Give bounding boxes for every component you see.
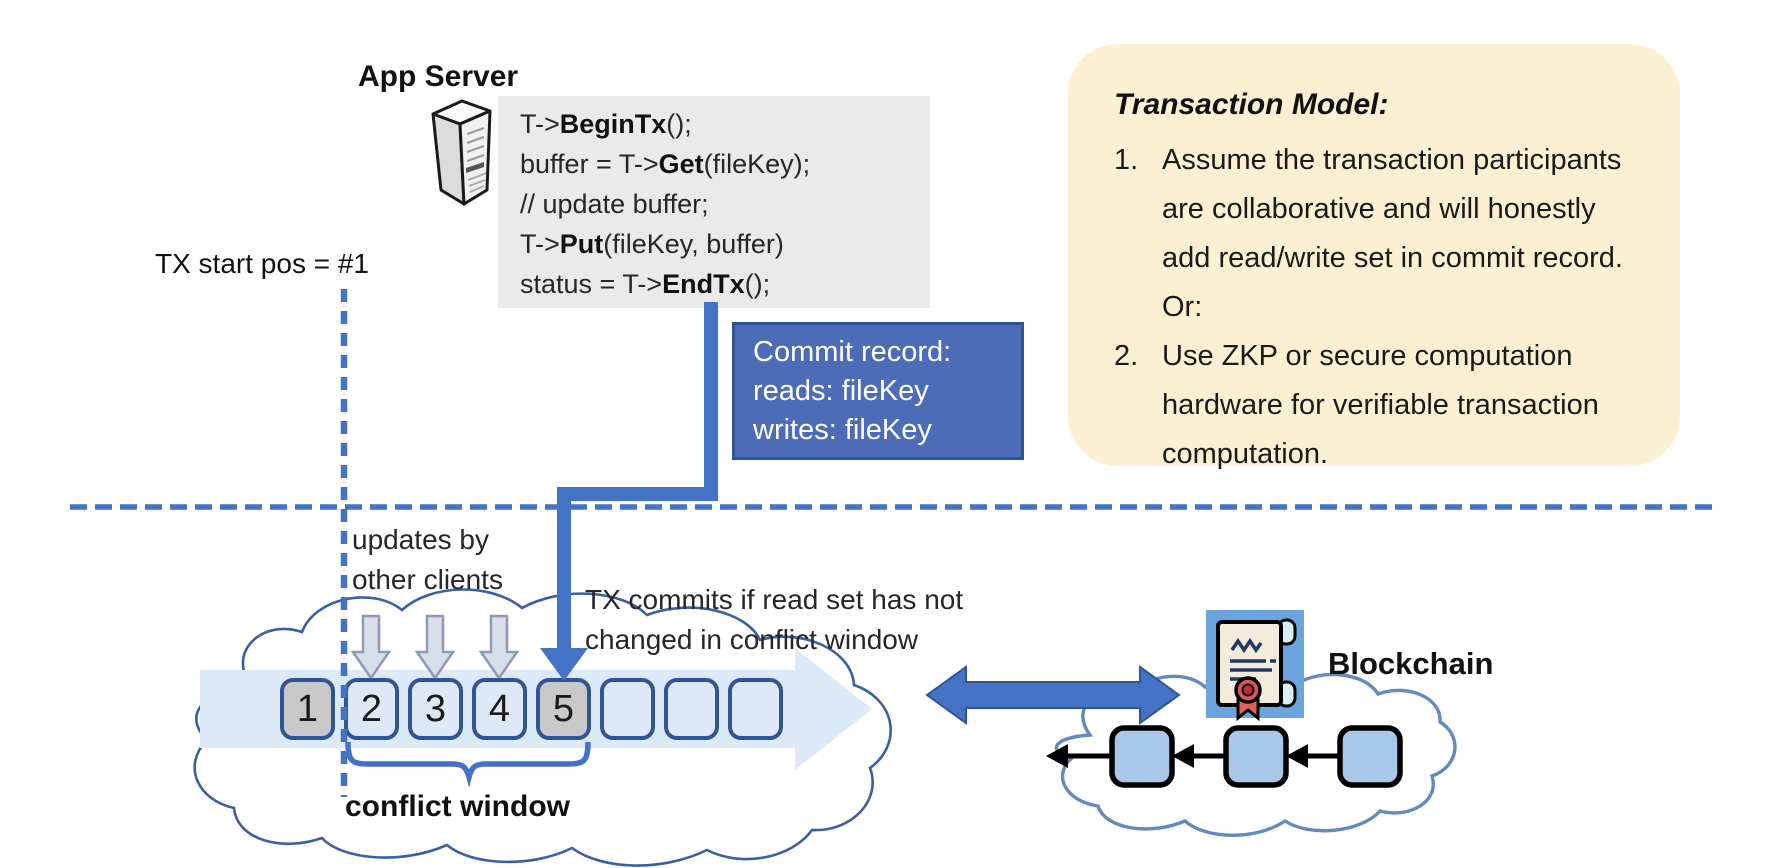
- certificate-icon: [1206, 610, 1304, 722]
- timeline-slot-3: 3: [408, 678, 463, 740]
- note-item-number: 2.: [1114, 340, 1139, 372]
- commit-flow-arrowhead: [540, 648, 588, 681]
- chain-link-arrowhead: [1172, 744, 1194, 768]
- commit-record-box: Commit record: reads: fileKey writes: fi…: [732, 322, 1024, 460]
- note-item: 2. Use ZKP or secure computation hardwar…: [1114, 332, 1650, 479]
- timeline-slot-7: [664, 678, 719, 740]
- code-line: // update buffer;: [520, 189, 709, 219]
- tx-commits-condition-label: TX commits if read set has not changed i…: [585, 584, 964, 655]
- timeline-slot-5: 5: [536, 678, 591, 740]
- code-line: status = T->EndTx();: [520, 269, 771, 299]
- updates-by-other-clients-label: updates by other clients: [352, 524, 503, 595]
- timeline-slot-4: 4: [472, 678, 527, 740]
- timeline-slot-1: 1: [280, 678, 335, 740]
- conflict-window-label: conflict window: [345, 790, 570, 823]
- update-arrow-icon: [350, 614, 392, 681]
- code-line: buffer = T->Get(fileKey);: [520, 149, 811, 179]
- tx-start-pos-label: TX start pos = #1: [155, 248, 369, 279]
- chain-link-arrowhead: [1046, 744, 1068, 768]
- blockchain-cloud: [1054, 669, 1457, 837]
- commit-record-line: writes: fileKey: [753, 414, 932, 446]
- update-arrow-icon: [478, 614, 520, 681]
- code-line: T->Put(fileKey, buffer): [520, 229, 784, 259]
- timeline-slot-8: [728, 678, 783, 740]
- commit-record-line: reads: fileKey: [753, 375, 929, 407]
- conflict-window-brace: [345, 741, 591, 788]
- note-item-text: Use ZKP or secure computation hardware f…: [1162, 340, 1599, 470]
- note-title: Transaction Model:: [1114, 88, 1389, 121]
- chain-block: [1337, 725, 1403, 788]
- chain-block: [1223, 725, 1289, 788]
- note-item: 1. Assume the transaction participants a…: [1114, 136, 1650, 332]
- timeline-slot-6: [600, 678, 655, 740]
- app-server-label: App Server: [358, 60, 519, 93]
- chain-block: [1109, 725, 1175, 788]
- code-line: T->BeginTx();: [520, 109, 692, 139]
- transaction-model-note: Transaction Model: 1. Assume the transac…: [1068, 44, 1680, 470]
- note-item-text: Assume the transaction participants are …: [1162, 144, 1623, 323]
- chain-link-arrowhead: [1286, 744, 1308, 768]
- server-icon: [431, 99, 492, 206]
- transaction-code-block: T->BeginTx(); buffer = T->Get(fileKey); …: [498, 96, 930, 308]
- chain-blocks: [1046, 725, 1403, 788]
- timeline-slot-2: 2: [344, 678, 399, 740]
- note-item-number: 1.: [1114, 144, 1139, 176]
- sync-double-arrow: [925, 665, 1181, 725]
- commit-record-line: Commit record:: [753, 336, 952, 368]
- blockchain-label: Blockchain: [1328, 646, 1494, 681]
- update-arrow-icon: [414, 614, 456, 681]
